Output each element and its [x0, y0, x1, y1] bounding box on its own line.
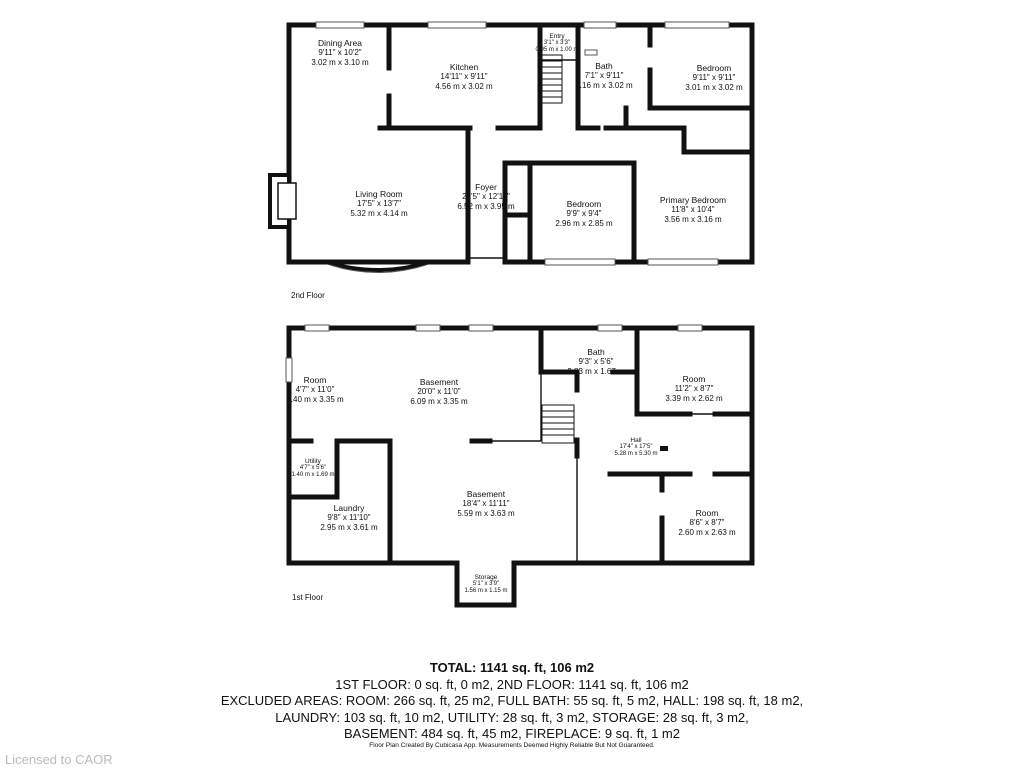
room-name: Hall	[630, 437, 642, 444]
room-imperial: 9'9" x 9'4"	[566, 209, 602, 218]
watermark: Licensed to CAOR	[5, 752, 113, 767]
room-metric: 3.39 m x 2.62 m	[665, 394, 723, 403]
room-metric: 2.96 m x 2.85 m	[555, 219, 613, 228]
room-name: Bath	[595, 61, 613, 71]
room-name: Utility	[305, 458, 321, 465]
disclaimer: Floor Plan Created By Cubicasa App. Meas…	[369, 742, 655, 749]
room-metric: 1.40 m x 1.69 m	[291, 472, 335, 478]
floor-label-1st: 1st Floor	[292, 593, 324, 602]
first-floor-walls	[286, 325, 755, 608]
room-metric: 5.59 m x 3.63 m	[457, 509, 515, 518]
room-imperial: 17'4" x 17'5"	[619, 444, 653, 450]
room-metric: 2.16 m x 3.02 m	[575, 81, 633, 90]
room-imperial: 11'2" x 8'7"	[674, 384, 714, 393]
room-imperial: 3'1" x 3'3"	[543, 40, 571, 46]
room-imperial: 9'3" x 5'6"	[578, 357, 614, 366]
room-name: Bedroom	[566, 199, 602, 209]
room-metric: 3.56 m x 3.16 m	[664, 215, 722, 224]
room-imperial: 11'8" x 10'4"	[671, 205, 715, 214]
room-metric: 1.40 m x 3.35 m	[286, 395, 344, 404]
room-imperial: 9'11" x 9'11"	[692, 73, 736, 82]
room-name: Bedroom	[696, 63, 732, 73]
room-imperial: 21'5" x 12'11"	[462, 192, 510, 201]
room-metric: 3.02 m x 3.10 m	[311, 58, 369, 67]
room-metric: 2.83 m x 1.67 m	[567, 367, 625, 376]
room-name: Foyer	[475, 182, 497, 192]
room-name: Dining Area	[318, 38, 362, 48]
room-metric: 6.52 m x 3.95 m	[457, 202, 515, 211]
stairs-first-floor	[541, 404, 575, 444]
room-name: Room	[303, 375, 327, 385]
room-imperial: 7'1" x 9'11"	[584, 71, 624, 80]
room-name: Storage	[474, 574, 498, 581]
room-metric: 3.01 m x 3.02 m	[685, 83, 743, 92]
room-metric: 2.95 m x 3.61 m	[320, 523, 378, 532]
room-metric: 4.56 m x 3.02 m	[435, 82, 493, 91]
room-imperial: 18'4" x 11'11"	[462, 499, 510, 508]
room-metric: 5.32 m x 4.14 m	[350, 209, 408, 218]
room-name: Room	[682, 374, 706, 384]
room-name: Primary Bedroom	[659, 195, 727, 205]
room-name: Bath	[587, 347, 605, 357]
room-imperial: 14'11" x 9'11"	[440, 72, 488, 81]
summary-line-3: LAUNDRY: 103 sq. ft, 10 m2, UTILITY: 28 …	[275, 709, 749, 725]
room-name: Basement	[419, 377, 459, 387]
windows-first-floor	[285, 324, 703, 451]
room-imperial: 4'7" x 11'0"	[295, 385, 335, 394]
room-imperial: 17'5" x 13'7"	[357, 199, 401, 208]
windows-second-floor	[315, 21, 730, 273]
room-name: Basement	[466, 489, 506, 499]
room-metric: 0.95 m x 1.00 m	[535, 47, 579, 53]
summary-line-1: 1ST FLOOR: 0 sq. ft, 0 m2, 2ND FLOOR: 11…	[335, 676, 689, 692]
floor-label-2nd: 2nd Floor	[291, 291, 325, 300]
summary-line-4: BASEMENT: 484 sq. ft, 45 m2, FIREPLACE: …	[344, 726, 680, 741]
room-metric: 5.28 m x 5.30 m	[614, 451, 658, 457]
room-name: Kitchen	[449, 62, 479, 72]
room-imperial: 20'0" x 11'0"	[417, 387, 461, 396]
room-metric: 2.60 m x 2.63 m	[678, 528, 736, 537]
room-name: Entry	[549, 33, 565, 40]
room-imperial: 9'11" x 10'2"	[318, 48, 362, 57]
room-name: Room	[695, 508, 719, 518]
second-floor-walls	[268, 22, 755, 265]
room-name: Laundry	[333, 503, 365, 513]
room-metric: 1.56 m x 1.15 m	[464, 588, 508, 594]
room-imperial: 4'7" x 5'6"	[299, 465, 327, 471]
room-metric: 6.09 m x 3.35 m	[410, 397, 468, 406]
stairs-second-floor	[541, 54, 563, 104]
room-name: Living Room	[355, 189, 403, 199]
floor-plan-drawing	[268, 21, 755, 608]
room-imperial: 9'8" x 11'10"	[327, 513, 371, 522]
area-summary: TOTAL: 1141 sq. ft, 106 m2 1ST FLOOR: 0 …	[0, 660, 1024, 743]
room-imperial: 5'1" x 3'9"	[472, 581, 500, 587]
summary-line-2: EXCLUDED AREAS: ROOM: 266 sq. ft, 25 m2,…	[220, 693, 804, 708]
summary-total: TOTAL: 1141 sq. ft, 106 m2	[429, 660, 595, 675]
room-imperial: 8'6" x 8'7"	[689, 518, 725, 527]
